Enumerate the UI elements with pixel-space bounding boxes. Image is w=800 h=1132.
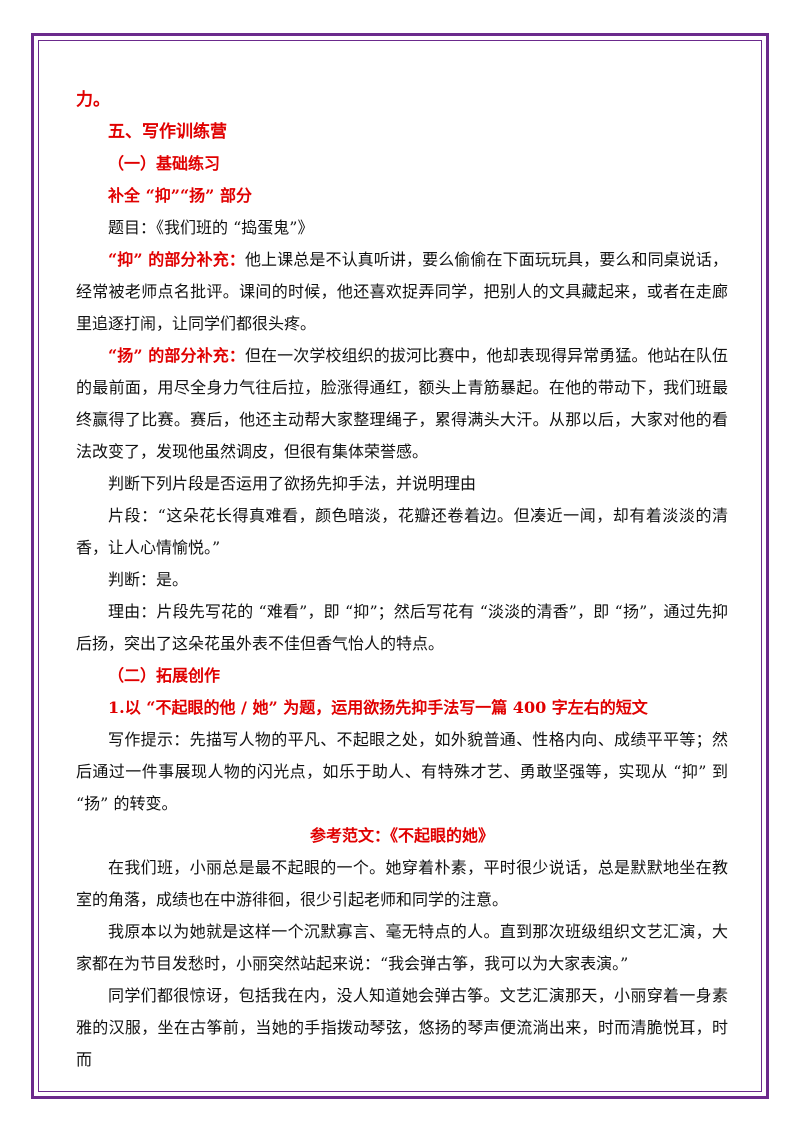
judge-prompt: 判断下列片段是否运用了欲扬先抑手法，并说明理由 (108, 474, 477, 493)
fragment-paragraph: 片段：“这朵花长得真难看，颜色暗淡，花瓣还卷着边。但凑近一闻，却有着淡淡的清香，… (76, 506, 728, 557)
judgement-line: 判断：是。 (108, 570, 189, 589)
task-title-complete: 补全 “抑”“扬” 部分 (108, 186, 252, 205)
yang-paragraph: “扬” 的部分补充：但在一次学校组织的拔河比赛中，他却表现得异常勇猛。他站在队伍… (76, 340, 728, 468)
sample-paragraph-2: 我原本以为她就是这样一个沉默寡言、毫无特点的人。直到那次班级组织文艺汇演，大家都… (76, 922, 728, 973)
subsection-title-extend: （二）拓展创作 (108, 666, 221, 685)
sample-title: 参考范文：《不起眼的她》 (309, 826, 494, 845)
subsection-title-basic: （一）基础练习 (108, 154, 221, 173)
task-title-essay: 1.以 “不起眼的他 / 她” 为题，运用欲扬先抑手法写一篇 400 字左右的短… (108, 698, 648, 717)
sample-paragraph-3: 同学们都很惊讶，包括我在内，没人知道她会弹古筝。文艺汇演那天，小丽穿着一身素雅的… (76, 986, 728, 1069)
reason-paragraph: 理由：片段先写花的 “难看”，即 “抑”；然后写花有 “淡淡的清香”，即 “扬”… (76, 602, 728, 653)
yi-text: 他上课总是不认真听讲，要么偷偷在下面玩玩具，要么和同桌说话，经常被老师点名批评。… (76, 250, 728, 333)
yi-label: “抑” 的部分补充： (108, 250, 245, 269)
document-body: 力。 五、写作训练营 （一）基础练习 补全 “抑”“扬” 部分 题目：《我们班的… (76, 84, 728, 1076)
section-title: 五、写作训练营 (108, 122, 227, 142)
page-border-inner (38, 40, 762, 1092)
sample-paragraph-1: 在我们班，小丽总是最不起眼的一个。她穿着朴素，平时很少说话，总是默默地坐在教室的… (76, 858, 728, 909)
yang-label: “扬” 的部分补充： (108, 346, 245, 365)
top-fragment: 力。 (76, 90, 110, 110)
yi-paragraph: “抑” 的部分补充：他上课总是不认真听讲，要么偷偷在下面玩玩具，要么和同桌说话，… (76, 244, 728, 340)
yang-text: 但在一次学校组织的拔河比赛中，他却表现得异常勇猛。他站在队伍的最前面，用尽全身力… (76, 346, 728, 461)
page-border-outer (31, 33, 769, 1099)
hint-paragraph: 写作提示：先描写人物的平凡、不起眼之处，如外貌普通、性格内向、成绩平平等；然后通… (76, 730, 728, 813)
topic-line: 题目：《我们班的 “捣蛋鬼”》 (108, 218, 314, 237)
